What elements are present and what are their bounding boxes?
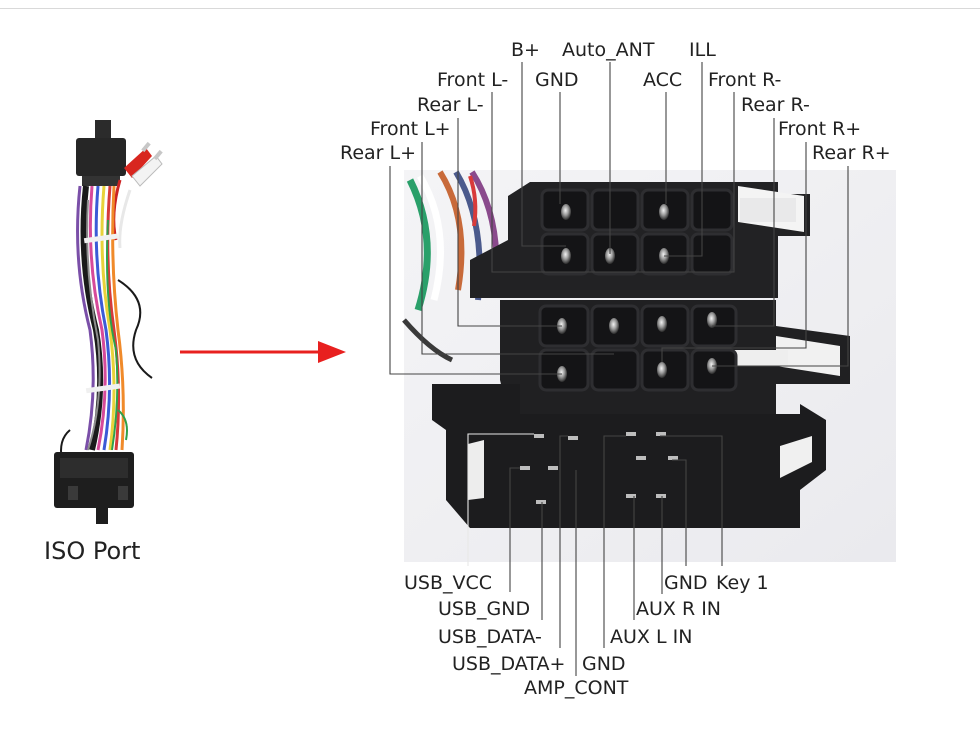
pin-label-gnd-top: GND	[535, 69, 579, 91]
upper-leader-lines	[389, 62, 849, 375]
lower-pin-labels: USB_VCC GND Key 1 USB_GND AUX R IN USB_D…	[404, 572, 769, 699]
pin-label-rear-r-minus: Rear R-	[741, 94, 810, 116]
harness-image	[54, 120, 163, 524]
top-divider	[0, 8, 980, 9]
pin-label-auto-ant: Auto_ANT	[562, 39, 655, 61]
upper-pin-labels: B+ Auto_ANT ILL Front L- GND ACC Front R…	[340, 39, 891, 164]
pin-label-rear-l-plus: Rear L+	[340, 142, 416, 164]
pin-label-usb-data-plus: USB_DATA+	[452, 653, 565, 675]
red-arrow	[180, 341, 346, 363]
pin-label-front-l-plus: Front L+	[370, 118, 451, 140]
iso-port-caption: ISO Port	[44, 537, 140, 565]
pin-label-rear-r-plus: Rear R+	[812, 142, 891, 164]
pin-label-front-r-minus: Front R-	[708, 69, 781, 91]
pin-label-amp-cont: AMP_CONT	[524, 677, 629, 699]
pin-label-ill: ILL	[689, 39, 716, 61]
pin-label-gnd-lower-right: GND	[664, 572, 708, 594]
pin-label-rear-l-minus: Rear L-	[417, 94, 484, 116]
pin-label-gnd-lower: GND	[582, 653, 626, 675]
pin-label-aux-r-in: AUX R IN	[636, 598, 721, 620]
pin-label-acc: ACC	[643, 69, 682, 91]
pin-label-aux-l-in: AUX L IN	[610, 626, 692, 648]
pin-label-front-r-plus: Front R+	[778, 118, 861, 140]
pin-label-front-l-minus: Front L-	[437, 69, 508, 91]
pin-label-usb-data-minus: USB_DATA-	[438, 626, 542, 648]
lower-leader-lines	[467, 433, 723, 676]
pin-label-b-plus: B+	[511, 39, 540, 61]
pin-label-key-1: Key 1	[716, 572, 769, 594]
pin-label-usb-gnd: USB_GND	[438, 598, 530, 620]
pin-label-usb-vcc: USB_VCC	[404, 572, 492, 594]
